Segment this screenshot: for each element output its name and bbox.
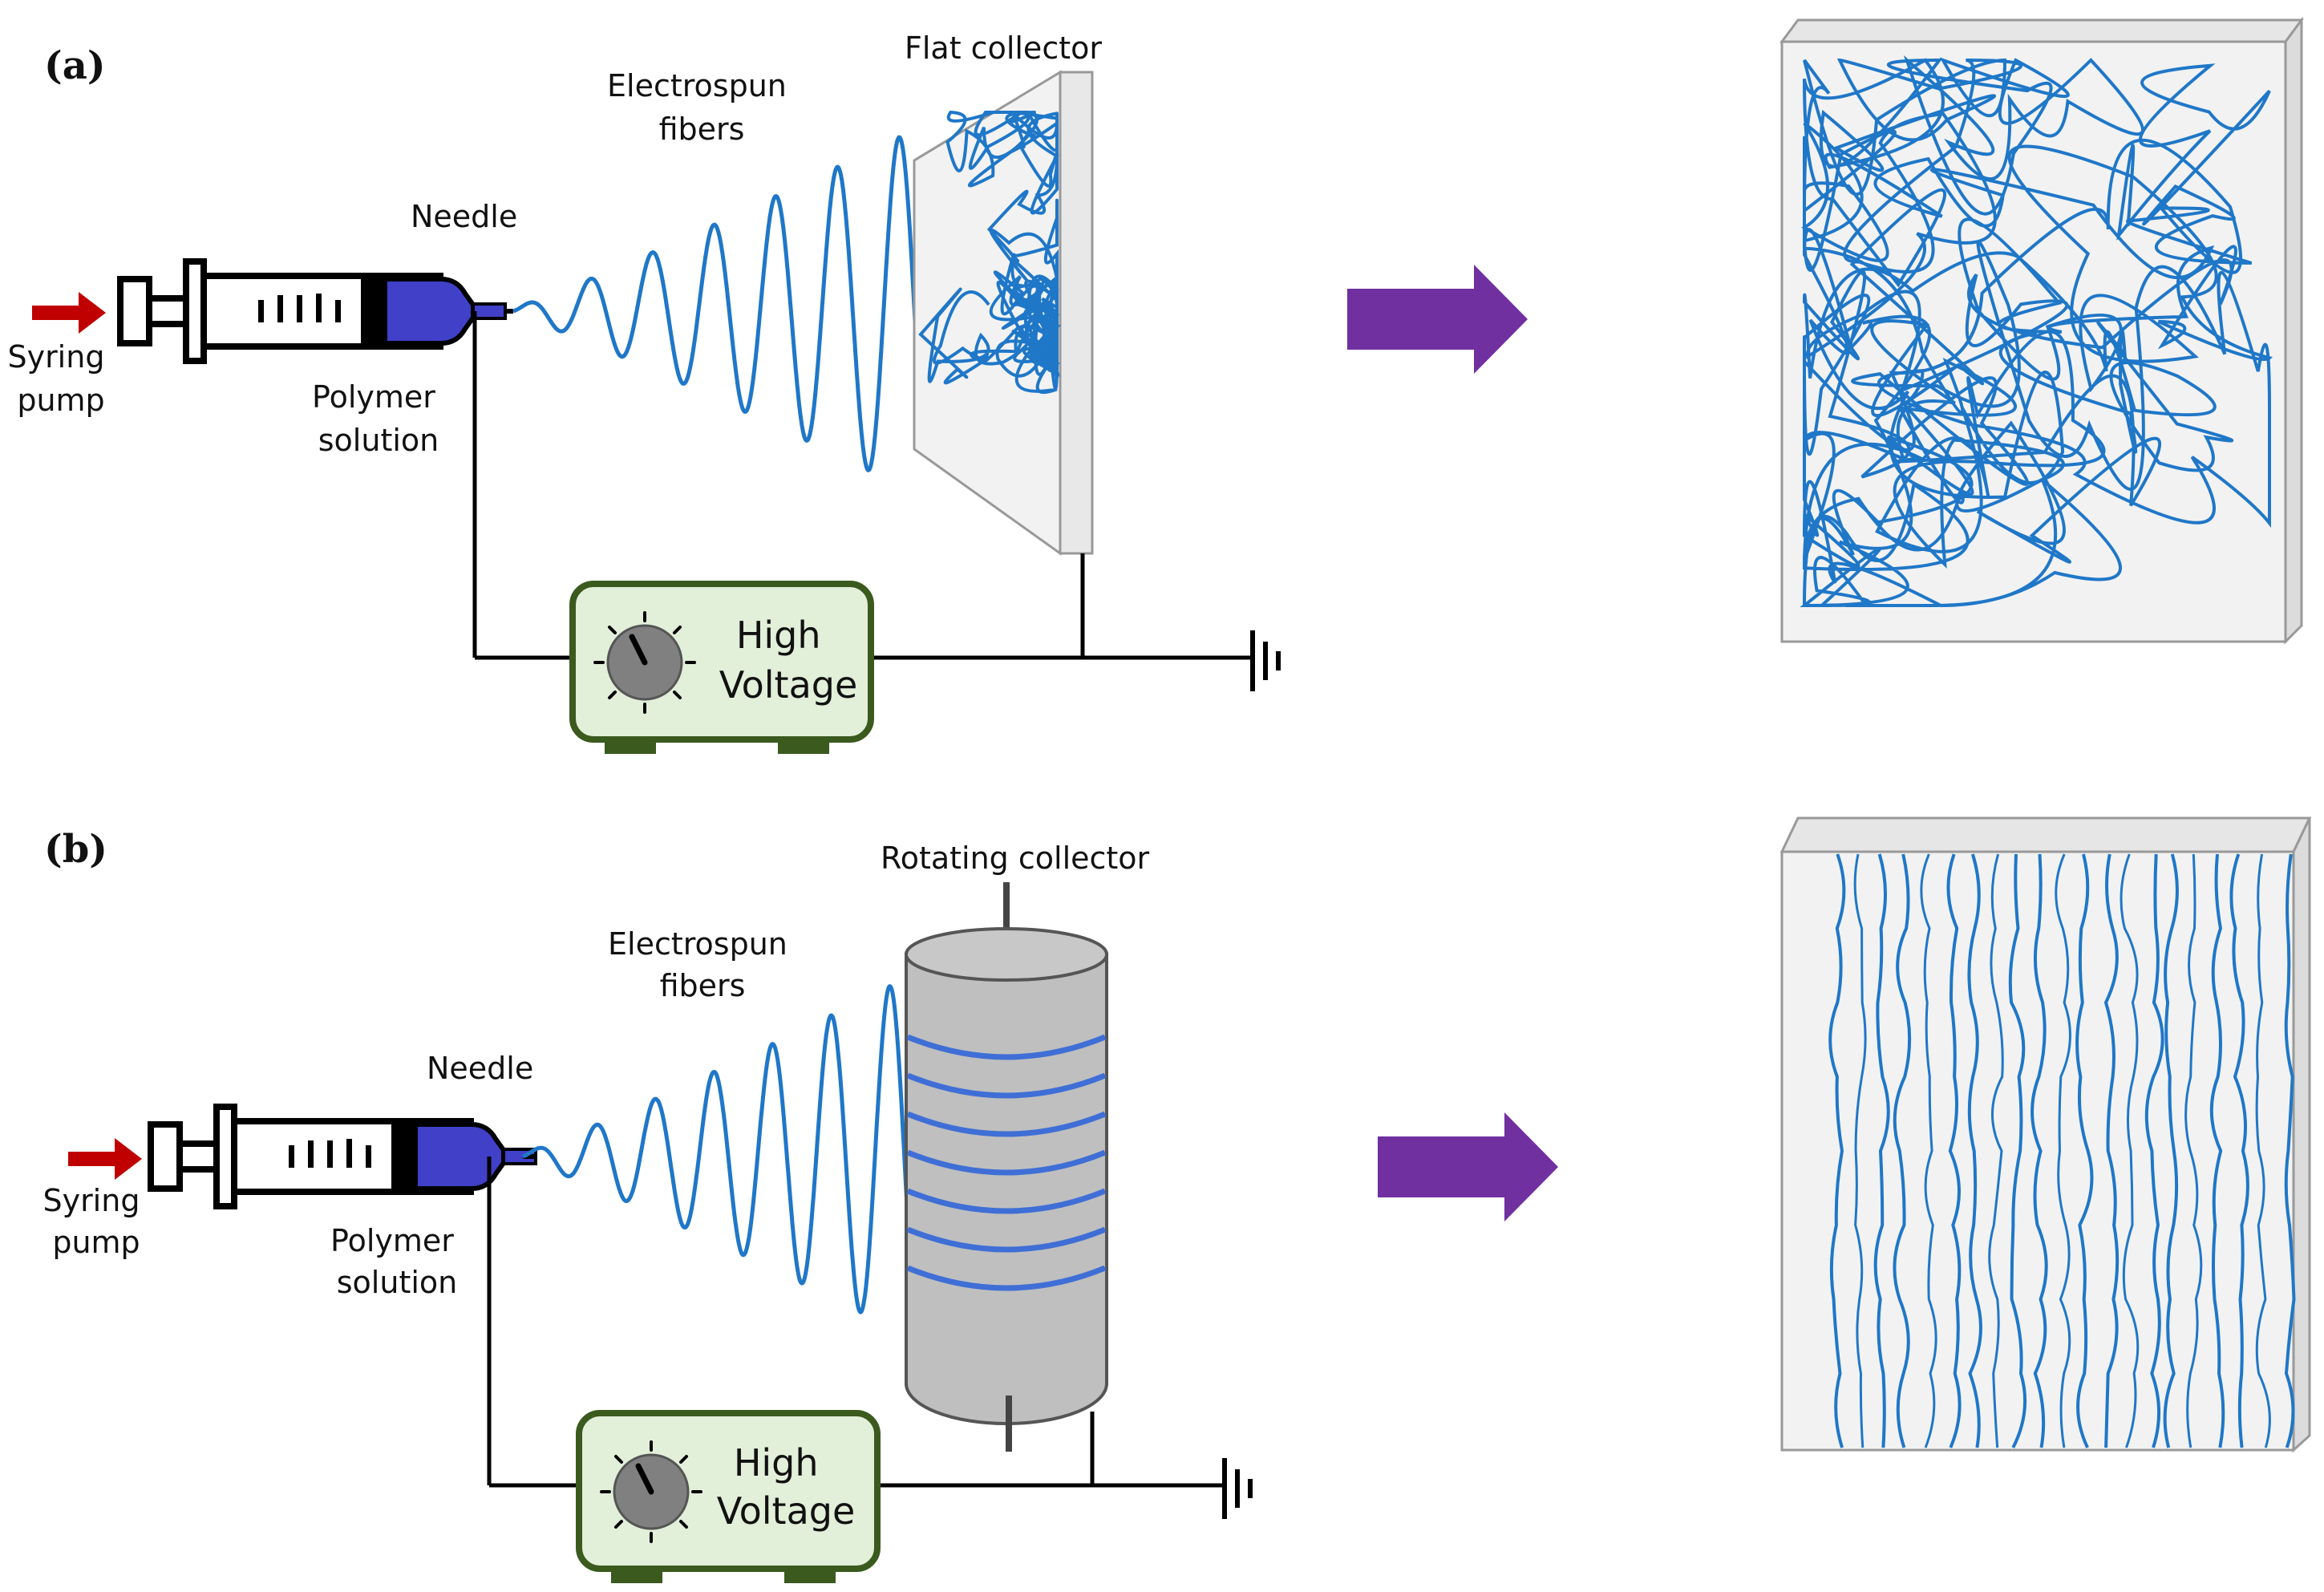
aligned-fiber	[2184, 853, 2203, 1448]
pump-label-a: Syring pump	[7, 339, 114, 418]
fibers-label-a: Electrospun fibers	[607, 68, 796, 147]
supply-label-a: High Voltage	[719, 614, 858, 707]
needle-label-b: Needle	[427, 1051, 533, 1086]
panel-a-label: (a)	[44, 43, 106, 88]
arrow-right-icon	[1347, 265, 1528, 374]
pump-label-b: Syring pump	[43, 1183, 149, 1260]
collector-label-a: Flat collector	[905, 30, 1102, 66]
aligned-fiber	[1988, 853, 2004, 1448]
fibers-label-b: Electrospun fibers	[608, 926, 797, 1003]
ground-icon	[1225, 1458, 1250, 1519]
aligned-fiber	[1853, 853, 1867, 1448]
ground-icon	[1253, 630, 1278, 691]
panel-b-label: (b)	[44, 827, 107, 872]
aligned-fiber	[2163, 853, 2179, 1448]
high-voltage-supply-a[interactable]: High Voltage	[573, 584, 871, 754]
aligned-fiber	[2075, 853, 2094, 1448]
rotating-collector	[905, 882, 1108, 1452]
aligned-fiber	[2008, 853, 2027, 1448]
aligned-fiber	[2055, 853, 2071, 1448]
aligned-fiber	[2144, 853, 2164, 1448]
aligned-fiber	[2229, 853, 2249, 1448]
aligned-fiber	[2209, 853, 2225, 1448]
high-voltage-supply-b[interactable]: High Voltage	[579, 1413, 877, 1583]
solution-label-a: Polymer solution	[312, 379, 445, 458]
panel-a: (a) Syring pump Needle Polymer solution …	[7, 16, 2304, 754]
supply-label-b: High Voltage	[717, 1441, 856, 1533]
fiber-jet-a	[512, 135, 923, 473]
syringe-icon	[151, 1107, 536, 1206]
aligned-fiber	[2255, 853, 2271, 1448]
pump-arrow-icon	[68, 1138, 142, 1180]
aligned-fiber	[2284, 853, 2296, 1448]
panel-b: (b) Syring pump Needle Polymer solution …	[43, 816, 2312, 1583]
aligned-fiber	[1873, 853, 1890, 1448]
aligned-fiber-mat	[1779, 816, 2312, 1453]
fiber-jet-b	[522, 984, 913, 1315]
arrow-right-icon	[1378, 1112, 1558, 1221]
needle-label-a: Needle	[411, 199, 517, 234]
aligned-fiber	[2030, 853, 2048, 1448]
aligned-fiber	[1967, 853, 1982, 1448]
aligned-fiber	[1920, 853, 1937, 1448]
aligned-fiber	[2120, 853, 2140, 1448]
aligned-fiber	[1893, 853, 1912, 1448]
aligned-fiber	[1828, 853, 1846, 1448]
random-fiber-mat	[1779, 16, 2304, 645]
collector-label-b: Rotating collector	[881, 841, 1150, 876]
solution-label-b: Polymer solution	[330, 1223, 464, 1300]
aligned-fiber	[2103, 853, 2120, 1448]
aligned-fiber	[1946, 853, 1962, 1448]
pump-arrow-icon	[32, 292, 106, 334]
syringe-icon	[120, 261, 505, 361]
